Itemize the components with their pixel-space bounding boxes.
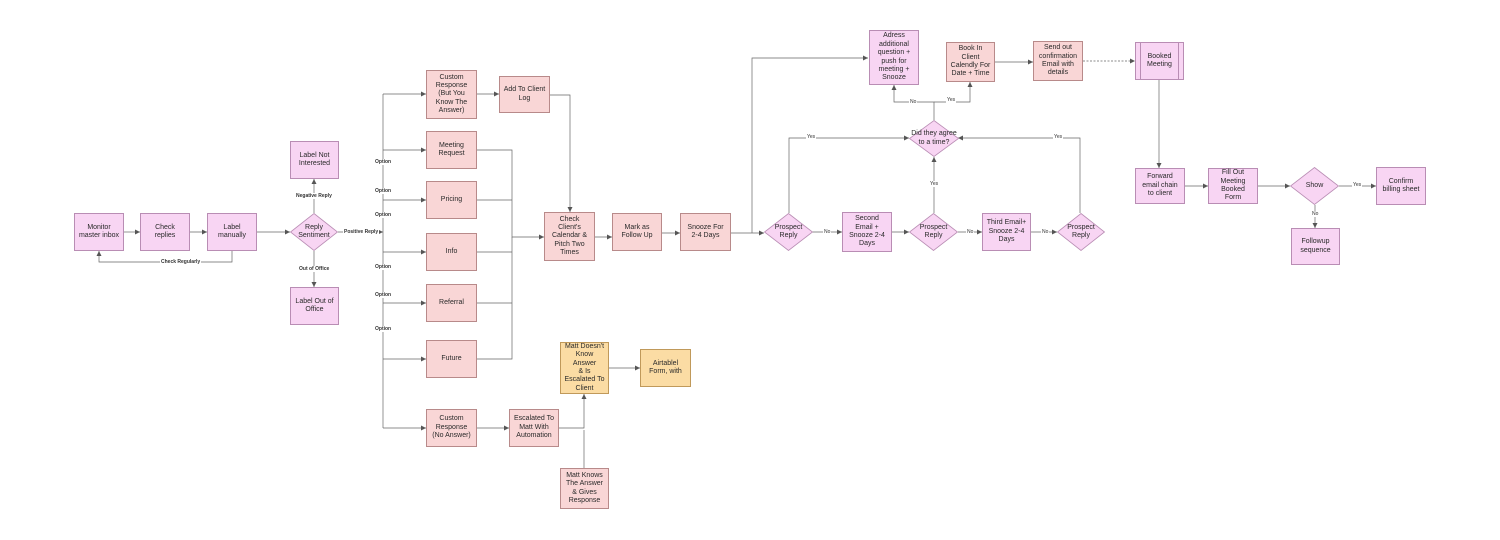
edge-label-no: No xyxy=(909,99,918,105)
node-escalated-to-matt[interactable]: Escalated To Matt With Automation xyxy=(509,409,559,447)
booked-meeting-bar-left xyxy=(1140,43,1141,79)
edge-label-no: No xyxy=(966,229,975,235)
node-address-additional-question[interactable]: Adress additional question + push for me… xyxy=(869,30,919,85)
node-matt-knows[interactable]: Matt Knows The Answer & Gives Response xyxy=(560,468,609,509)
node-send-confirmation[interactable]: Send out confirmation Email with details xyxy=(1033,41,1083,81)
node-matt-doesnt-know[interactable]: Matt Doesn't Know Answer & Is Escalated … xyxy=(560,342,609,394)
node-info[interactable]: Info xyxy=(426,233,477,271)
edge-label-option: Option xyxy=(374,159,393,165)
node-future[interactable]: Future xyxy=(426,340,477,378)
edge-label-option: Option xyxy=(374,188,393,194)
decision-prospect-reply-2[interactable]: Prospect Reply xyxy=(909,213,958,251)
node-airtable-form[interactable]: Airtablel Form, with xyxy=(640,349,691,387)
node-mark-as-follow-up[interactable]: Mark as Follow Up xyxy=(612,213,662,251)
edge-label-yes: Yes xyxy=(929,181,940,187)
decision-show[interactable]: Show xyxy=(1290,167,1339,205)
decision-label: Reply Sentiment xyxy=(298,223,330,239)
decision-prospect-reply-1[interactable]: Prospect Reply xyxy=(764,213,813,251)
edge-label-yes: Yes xyxy=(806,134,817,140)
edge-label-yes: Yes xyxy=(946,97,957,103)
edge-label-no: No xyxy=(1311,211,1320,217)
node-monitor-master-inbox[interactable]: Monitor master inbox xyxy=(74,213,124,251)
node-confirm-billing-sheet[interactable]: Confirm billing sheet xyxy=(1376,167,1426,205)
edge-label-positive-reply: Positive Reply xyxy=(343,229,380,235)
decision-did-they-agree[interactable]: Did they agree to a time? xyxy=(909,120,959,157)
booked-meeting-label: Booked Meeting xyxy=(1147,52,1172,68)
edge-label-option: Option xyxy=(374,292,393,298)
decision-reply-sentiment[interactable]: Reply Sentiment xyxy=(290,213,338,251)
edge-label-option: Option xyxy=(374,264,393,270)
edge-label-no: No xyxy=(823,229,832,235)
edge-label-no: No xyxy=(1041,229,1050,235)
decision-label: Show xyxy=(1305,181,1324,189)
decision-label: Did they agree to a time? xyxy=(911,130,957,146)
decision-prospect-reply-3[interactable]: Prospect Reply xyxy=(1057,213,1105,251)
node-meeting-request[interactable]: Meeting Request xyxy=(426,131,477,169)
edge-label-yes: Yes xyxy=(1352,182,1363,188)
decision-label: Prospect Reply xyxy=(774,223,803,239)
node-book-in-client-calendly[interactable]: Book In Client Calendly For Date + Time xyxy=(946,42,995,82)
node-check-replies[interactable]: Check replies xyxy=(140,213,190,251)
node-label-manually[interactable]: Label manually xyxy=(207,213,257,251)
node-fill-out-meeting-booked-form[interactable]: Fill Out Meeting Booked Form xyxy=(1208,168,1258,204)
node-second-email[interactable]: Second Email + Snooze 2-4 Days xyxy=(842,212,892,252)
node-booked-meeting[interactable]: Booked Meeting xyxy=(1135,42,1184,80)
node-snooze-2-4-days[interactable]: Snooze For 2-4 Days xyxy=(680,213,731,251)
edge-label-check-regularly: Check Regularly xyxy=(160,259,202,265)
node-forward-email-chain[interactable]: Forward email chain to client xyxy=(1135,168,1185,204)
node-custom-response-no-answer[interactable]: Custom Response (No Answer) xyxy=(426,409,477,447)
edge-label-option: Option xyxy=(374,212,393,218)
edge-label-negative-reply: Negative Reply xyxy=(295,193,333,199)
node-followup-sequence[interactable]: Followup sequence xyxy=(1291,228,1340,265)
edge-label-out-of-office: Out of Office xyxy=(298,266,331,272)
edge-label-option: Option xyxy=(374,326,393,332)
node-referral[interactable]: Referral xyxy=(426,284,477,322)
node-label-not-interested[interactable]: Label Not Interested xyxy=(290,141,339,179)
decision-label: Prospect Reply xyxy=(919,223,948,239)
decision-label: Prospect Reply xyxy=(1067,223,1095,239)
booked-meeting-bar-right xyxy=(1178,43,1179,79)
node-label-out-of-office[interactable]: Label Out of Office xyxy=(290,287,339,325)
node-add-to-client-log[interactable]: Add To Client Log xyxy=(499,76,550,113)
node-pricing[interactable]: Pricing xyxy=(426,181,477,219)
node-check-client-calendar[interactable]: Check Client's Calendar & Pitch Two Time… xyxy=(544,212,595,261)
node-custom-response-know[interactable]: Custom Response (But You Know The Answer… xyxy=(426,70,477,119)
edge-label-yes: Yes xyxy=(1053,134,1064,140)
node-third-email[interactable]: Third Email+ Snooze 2-4 Days xyxy=(982,213,1031,251)
